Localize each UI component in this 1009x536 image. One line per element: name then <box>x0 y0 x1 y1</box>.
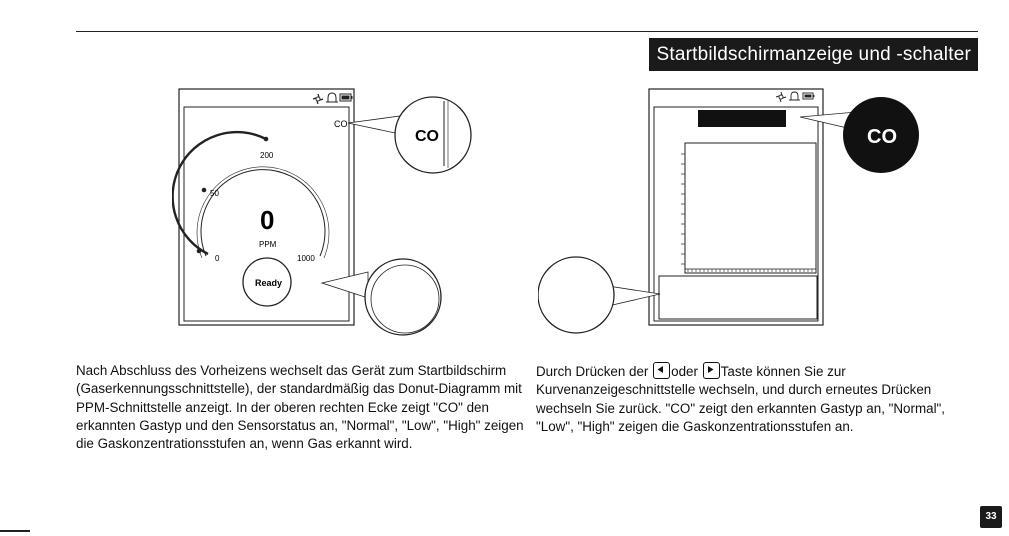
fan-icon <box>312 93 324 105</box>
gas-name-bar <box>698 110 786 127</box>
status-ready-button[interactable] <box>242 257 292 307</box>
zoom-callout-status <box>538 256 615 334</box>
section-title: Startbildschirmanzeige und -schalter <box>649 38 978 71</box>
bottom-rule <box>0 530 30 532</box>
description-left: Nach Abschluss des Vorheizens wechselt d… <box>76 363 524 452</box>
zoom-co-label: CO <box>415 128 439 145</box>
bell-icon <box>326 92 338 103</box>
battery-icon <box>339 93 353 102</box>
gas-reading: 0 <box>260 205 274 235</box>
tick-1000: 1000 <box>297 254 315 263</box>
zoom-callout-co <box>394 96 472 174</box>
zoom-co-label-right: CO <box>867 126 897 148</box>
text-part-2: oder <box>671 364 698 379</box>
fan-icon-right <box>775 91 787 103</box>
unit-label: PPM <box>259 240 277 249</box>
device-gauge-illustration: CO 200 50 0 1000 0 PPM Ready CO <box>172 88 472 336</box>
text-part-1: Durch Drücken der <box>536 364 649 379</box>
bell-icon-right <box>789 91 800 101</box>
status-box <box>658 275 818 320</box>
device-curve-illustration: CO <box>538 88 919 334</box>
gauge-progress-arc <box>172 130 267 256</box>
right-arrow-key-icon <box>702 362 720 379</box>
tick-0: 0 <box>215 254 220 263</box>
curve-graph-area <box>684 142 817 274</box>
top-rule <box>76 31 978 32</box>
gauge-outer-ring <box>200 169 326 257</box>
text-part-3: Taste können Sie zur Kurvenanzeigeschnit… <box>536 364 946 434</box>
page-number: 33 <box>980 506 1002 528</box>
gas-label: CO <box>334 119 348 129</box>
battery-icon-right <box>802 92 815 100</box>
zoom-callout-button <box>364 258 442 336</box>
ready-label: Ready <box>255 278 282 288</box>
tick-50: 50 <box>210 189 219 198</box>
tick-200: 200 <box>260 151 274 160</box>
description-right: Durch Drücken der oder Taste können Sie … <box>536 362 986 436</box>
left-arrow-key-icon <box>653 362 671 379</box>
zoom-callout-co-right <box>843 97 919 173</box>
